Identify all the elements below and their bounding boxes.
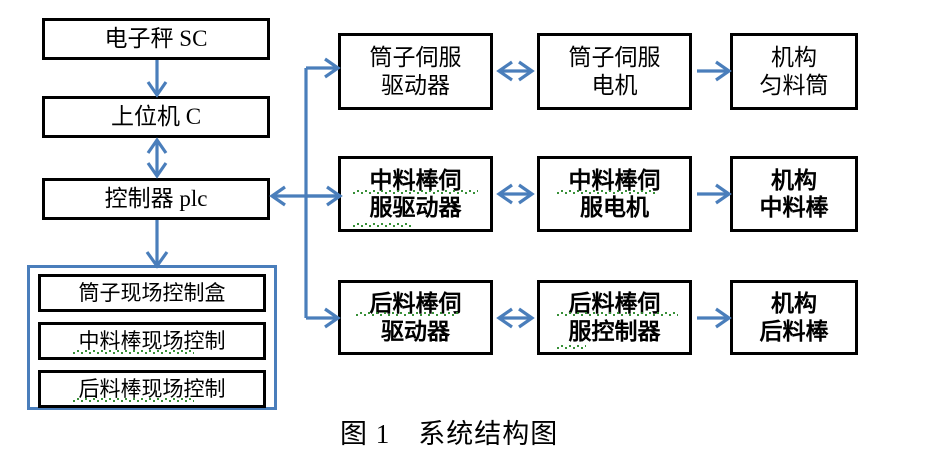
node-mid-rod-field-control-label: 中料棒现场控制: [78, 328, 226, 353]
node-electronic-scale[interactable]: 电子秤 SC: [42, 18, 270, 60]
node-rear-rod-field-control[interactable]: 后料棒现场控制: [38, 370, 266, 408]
node-mid-rod-mechanism-label: 机构 中料棒: [759, 167, 829, 220]
connector-rear-driver-motor: [496, 307, 535, 329]
node-mid-rod-servo-motor-label: 中料棒伺 服电机: [568, 167, 661, 220]
node-bobbin-servo-motor-label: 筒子伺服 电机: [568, 45, 661, 98]
connector-scale-to-host: [146, 60, 168, 98]
node-bobbin-field-control-box[interactable]: 筒子现场控制盒: [38, 274, 266, 312]
connector-bus-to-rear-rod-row: [306, 307, 341, 329]
connector-bobbin-driver-motor: [496, 60, 535, 82]
connector-host-to-controller: [146, 137, 168, 179]
node-host-pc[interactable]: 上位机 C: [42, 96, 270, 138]
node-bobbin-servo-driver-label: 筒子伺服 驱动器: [369, 45, 462, 98]
node-electronic-scale-label: 电子秤 SC: [104, 26, 208, 52]
node-bobbin-mechanism-label: 机构 匀料筒: [759, 45, 829, 98]
node-controller-plc[interactable]: 控制器 plc: [42, 178, 270, 220]
connector-rear-motor-mechanism: [697, 307, 732, 329]
node-rear-rod-mechanism-label: 机构 后料棒: [759, 291, 829, 344]
node-bobbin-mechanism[interactable]: 机构 匀料筒: [730, 33, 858, 110]
node-rear-rod-field-control-label: 后料棒现场控制: [78, 376, 226, 401]
node-rear-rod-mechanism[interactable]: 机构 后料棒: [730, 280, 858, 355]
node-mid-rod-servo-motor[interactable]: 中料棒伺 服电机: [537, 156, 692, 232]
node-rear-rod-servo-controller[interactable]: 后料棒伺 服控制器: [537, 280, 692, 355]
node-host-pc-label: 上位机 C: [110, 104, 202, 130]
connector-bobbin-motor-mechanism: [697, 60, 732, 82]
figure-caption: 图 1 系统结构图: [340, 419, 559, 449]
connector-bus-to-bobbin-row: [306, 57, 341, 79]
node-mid-rod-servo-driver-label: 中料棒伺 服驱动器: [369, 167, 462, 220]
connector-mid-driver-motor: [496, 183, 535, 205]
connector-controller-to-field-group: [145, 220, 169, 269]
node-bobbin-servo-driver[interactable]: 筒子伺服 驱动器: [338, 33, 493, 110]
connector-mid-motor-mechanism: [697, 183, 732, 205]
node-bobbin-servo-motor[interactable]: 筒子伺服 电机: [537, 33, 692, 110]
node-controller-plc-label: 控制器 plc: [104, 186, 208, 212]
node-bobbin-field-control-box-label: 筒子现场控制盒: [78, 280, 226, 305]
